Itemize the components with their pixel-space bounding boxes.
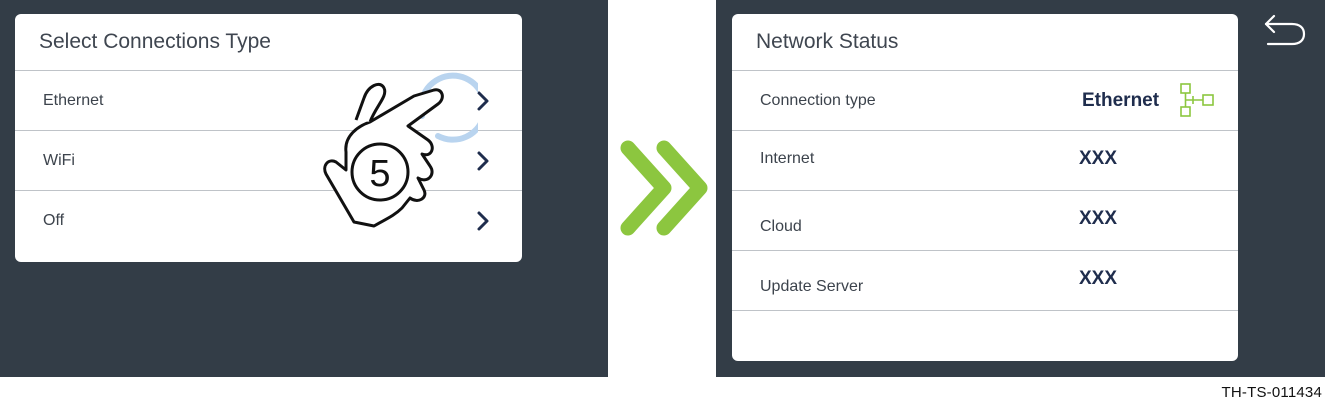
option-off[interactable]: Off: [15, 191, 522, 250]
panel-title: Network Status: [732, 14, 1238, 71]
status-label: Update Server: [760, 278, 864, 295]
status-row-connection-type: Connection type Ethernet: [732, 71, 1238, 131]
status-label: Connection type: [760, 92, 876, 109]
status-label: Cloud: [760, 218, 802, 235]
network-status-panel: Network Status Connection type Ethernet …: [732, 14, 1238, 361]
status-row-update-server: Update Server XXX: [732, 251, 1238, 311]
chevron-right-icon: [477, 211, 489, 231]
document-code: TH-TS-011434: [1221, 384, 1322, 401]
chevron-right-icon: [477, 91, 489, 111]
status-value: XXX: [1079, 148, 1118, 169]
option-label: WiFi: [43, 152, 75, 169]
network-topology-icon: [1180, 83, 1214, 117]
option-ethernet[interactable]: Ethernet: [15, 71, 522, 131]
status-value: XXX: [1079, 268, 1118, 289]
status-row-cloud: Cloud XXX: [732, 191, 1238, 251]
step-number: 5: [369, 153, 390, 195]
status-row-empty: [732, 311, 1238, 361]
status-label: Internet: [760, 150, 815, 167]
option-label: Off: [43, 212, 65, 229]
option-wifi[interactable]: WiFi: [15, 131, 522, 191]
right-screen: Network Status Connection type Ethernet …: [716, 0, 1325, 377]
left-screen: Select Connections Type Ethernet WiFi Of…: [0, 0, 608, 377]
tapping-hand-icon: 5: [323, 72, 478, 228]
status-value: XXX: [1079, 208, 1118, 229]
panel-title: Select Connections Type: [15, 14, 522, 71]
back-arrow-icon[interactable]: [1262, 12, 1306, 48]
status-row-internet: Internet XXX: [732, 131, 1238, 191]
double-chevron-arrow-icon: [620, 140, 708, 236]
option-label: Ethernet: [43, 92, 104, 109]
chevron-right-icon: [477, 151, 489, 171]
status-value: Ethernet: [1082, 90, 1160, 111]
